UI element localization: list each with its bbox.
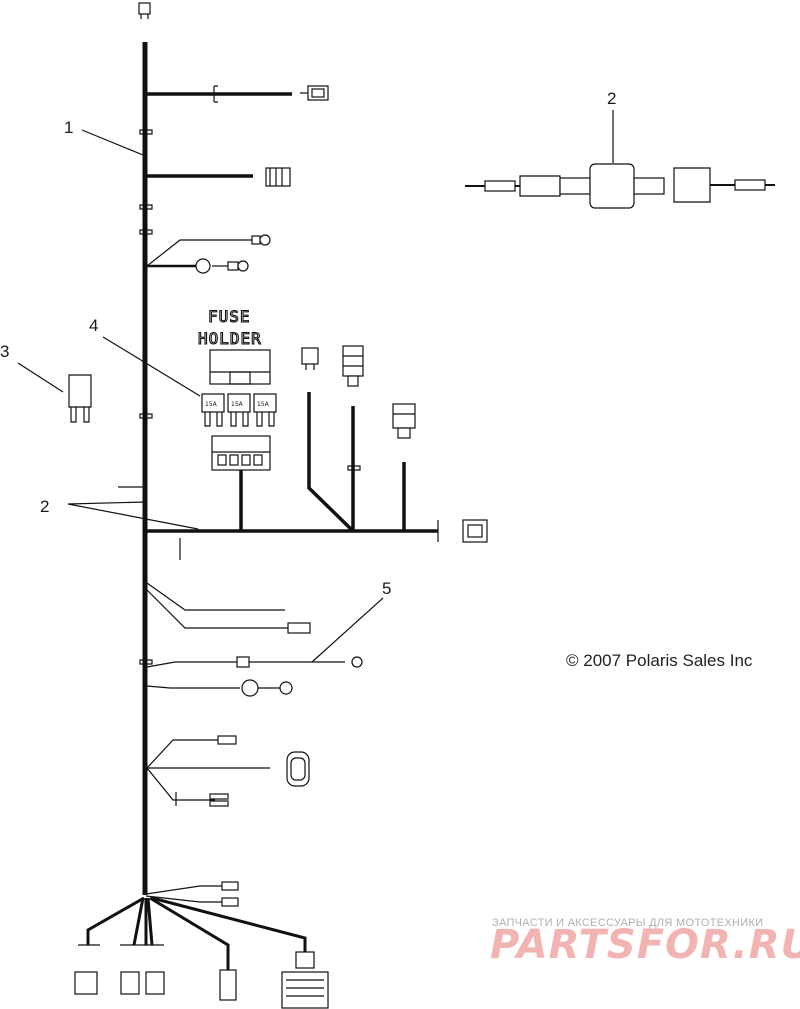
lower-connector-fan — [146, 735, 310, 807]
fuse-holder — [209, 349, 271, 385]
fuse-holder-label-line2: HOLDER — [198, 329, 262, 348]
branch-top-connector — [145, 85, 329, 103]
top-plug-icon — [138, 2, 151, 19]
fuse-rating-3: 15A — [257, 401, 270, 408]
callout-3: 3 — [0, 342, 9, 361]
mid-branch-lines — [118, 392, 488, 560]
fuses-row — [201, 393, 277, 427]
watermark-subtitle: ЗАПЧАСТИ И АКСЕССУАРЫ ДЛЯ МОТОТЕХНИКИ — [492, 917, 764, 929]
branch-second-connector — [145, 167, 291, 187]
callout-4: 4 — [89, 316, 98, 335]
callout-leader-2-mid — [67, 501, 199, 530]
sealed-connector-b-icon — [392, 403, 416, 439]
copyright-notice: © 2007 Polaris Sales Inc — [566, 651, 753, 670]
watermark-brand: PARTSFOR.RU — [490, 922, 800, 968]
callout-leader-3 — [17, 362, 64, 393]
sealed-connector-a-icon — [342, 345, 364, 387]
relay-icon — [68, 374, 92, 423]
bottom-connector-fan — [74, 881, 329, 1009]
callout-leader-4 — [102, 336, 201, 397]
callout-1: 1 — [64, 118, 73, 137]
inline-connector-pair — [465, 163, 775, 209]
trunk-clips — [139, 129, 153, 665]
lower-sensor-branches — [146, 582, 363, 697]
relay-small-icon — [301, 347, 319, 370]
callout-5: 5 — [382, 579, 391, 598]
callout-2-mid: 2 — [40, 497, 49, 516]
ground-lead-tab — [347, 465, 361, 471]
ring-terminals-upper — [146, 234, 271, 274]
callout-2-top: 2 — [607, 89, 616, 108]
fuse-rating-1: 15A — [205, 401, 218, 408]
callout-leader-5 — [311, 597, 384, 663]
fuse-holder-label-line1: FUSE — [208, 307, 251, 326]
fuse-rating-2: 15A — [231, 401, 244, 408]
fuse-block-connector — [211, 435, 271, 471]
callout-leader-1 — [81, 129, 144, 156]
